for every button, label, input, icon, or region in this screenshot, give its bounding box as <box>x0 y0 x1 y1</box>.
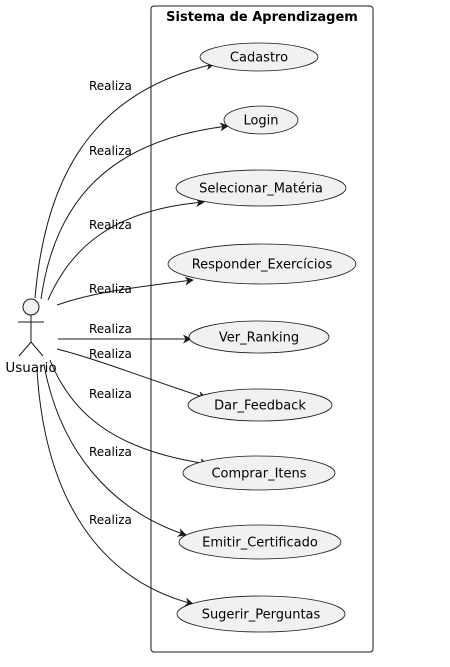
edge-login <box>40 122 229 300</box>
usecase-label: Login <box>243 114 278 129</box>
system-title: Sistema de Aprendizagem <box>166 10 358 25</box>
usecase-sugerir-perguntas[interactable]: Sugerir_Perguntas <box>176 595 346 633</box>
usecase-emitir-certificado[interactable]: Emitir_Certificado <box>178 524 342 560</box>
edge-label: Realiza <box>89 218 132 232</box>
usecase-label: Comprar_Itens <box>211 467 306 482</box>
actor-label: Usuario <box>5 360 56 376</box>
edge-label: Realiza <box>89 322 132 336</box>
edge-selecionar-materia <box>47 198 205 301</box>
usecase-selecionar-materia[interactable]: Selecionar_Matéria <box>175 169 347 207</box>
edge-label: Realiza <box>89 347 132 361</box>
edge-sugerir-perguntas <box>36 369 194 607</box>
usecase-label: Sugerir_Perguntas <box>202 608 321 623</box>
edge-responder-exercicios <box>56 276 194 306</box>
edge-label: Realiza <box>89 144 132 158</box>
usecase-dar-feedback[interactable]: Dar_Feedback <box>187 388 333 422</box>
usecase-login[interactable]: Login <box>223 105 299 135</box>
edge-emitir-certificado <box>43 364 187 537</box>
usecase-responder-exercicios[interactable]: Responder_Exercícios <box>167 243 357 285</box>
usecase-label: Ver_Ranking <box>219 331 299 346</box>
use-cases: Cadastro Login Selecionar_Matéria Respon… <box>167 42 357 633</box>
usecase-label: Dar_Feedback <box>214 399 306 414</box>
edge-label: Realiza <box>89 513 132 527</box>
usecase-cadastro[interactable]: Cadastro <box>199 42 319 72</box>
edge-label: Realiza <box>89 282 132 296</box>
edges <box>34 61 229 607</box>
edge-comprar-itens <box>49 359 209 468</box>
usecase-label: Responder_Exercícios <box>192 258 333 273</box>
usecase-label: Cadastro <box>230 51 288 66</box>
actor-usuario[interactable]: Usuario <box>5 298 57 376</box>
usecase-label: Selecionar_Matéria <box>199 182 323 197</box>
edge-labels: Realiza Realiza Realiza Realiza Realiza … <box>89 79 132 527</box>
edge-label: Realiza <box>89 445 132 459</box>
edge-cadastro <box>34 61 215 299</box>
usecase-label: Emitir_Certificado <box>202 536 318 551</box>
edge-dar-feedback <box>56 348 207 400</box>
usecase-ver-ranking[interactable]: Ver_Ranking <box>188 320 330 354</box>
edge-label: Realiza <box>89 79 132 93</box>
usecase-comprar-itens[interactable]: Comprar_Itens <box>182 455 336 491</box>
actor-stick-figure-icon <box>18 298 44 357</box>
edge-label: Realiza <box>89 387 132 401</box>
